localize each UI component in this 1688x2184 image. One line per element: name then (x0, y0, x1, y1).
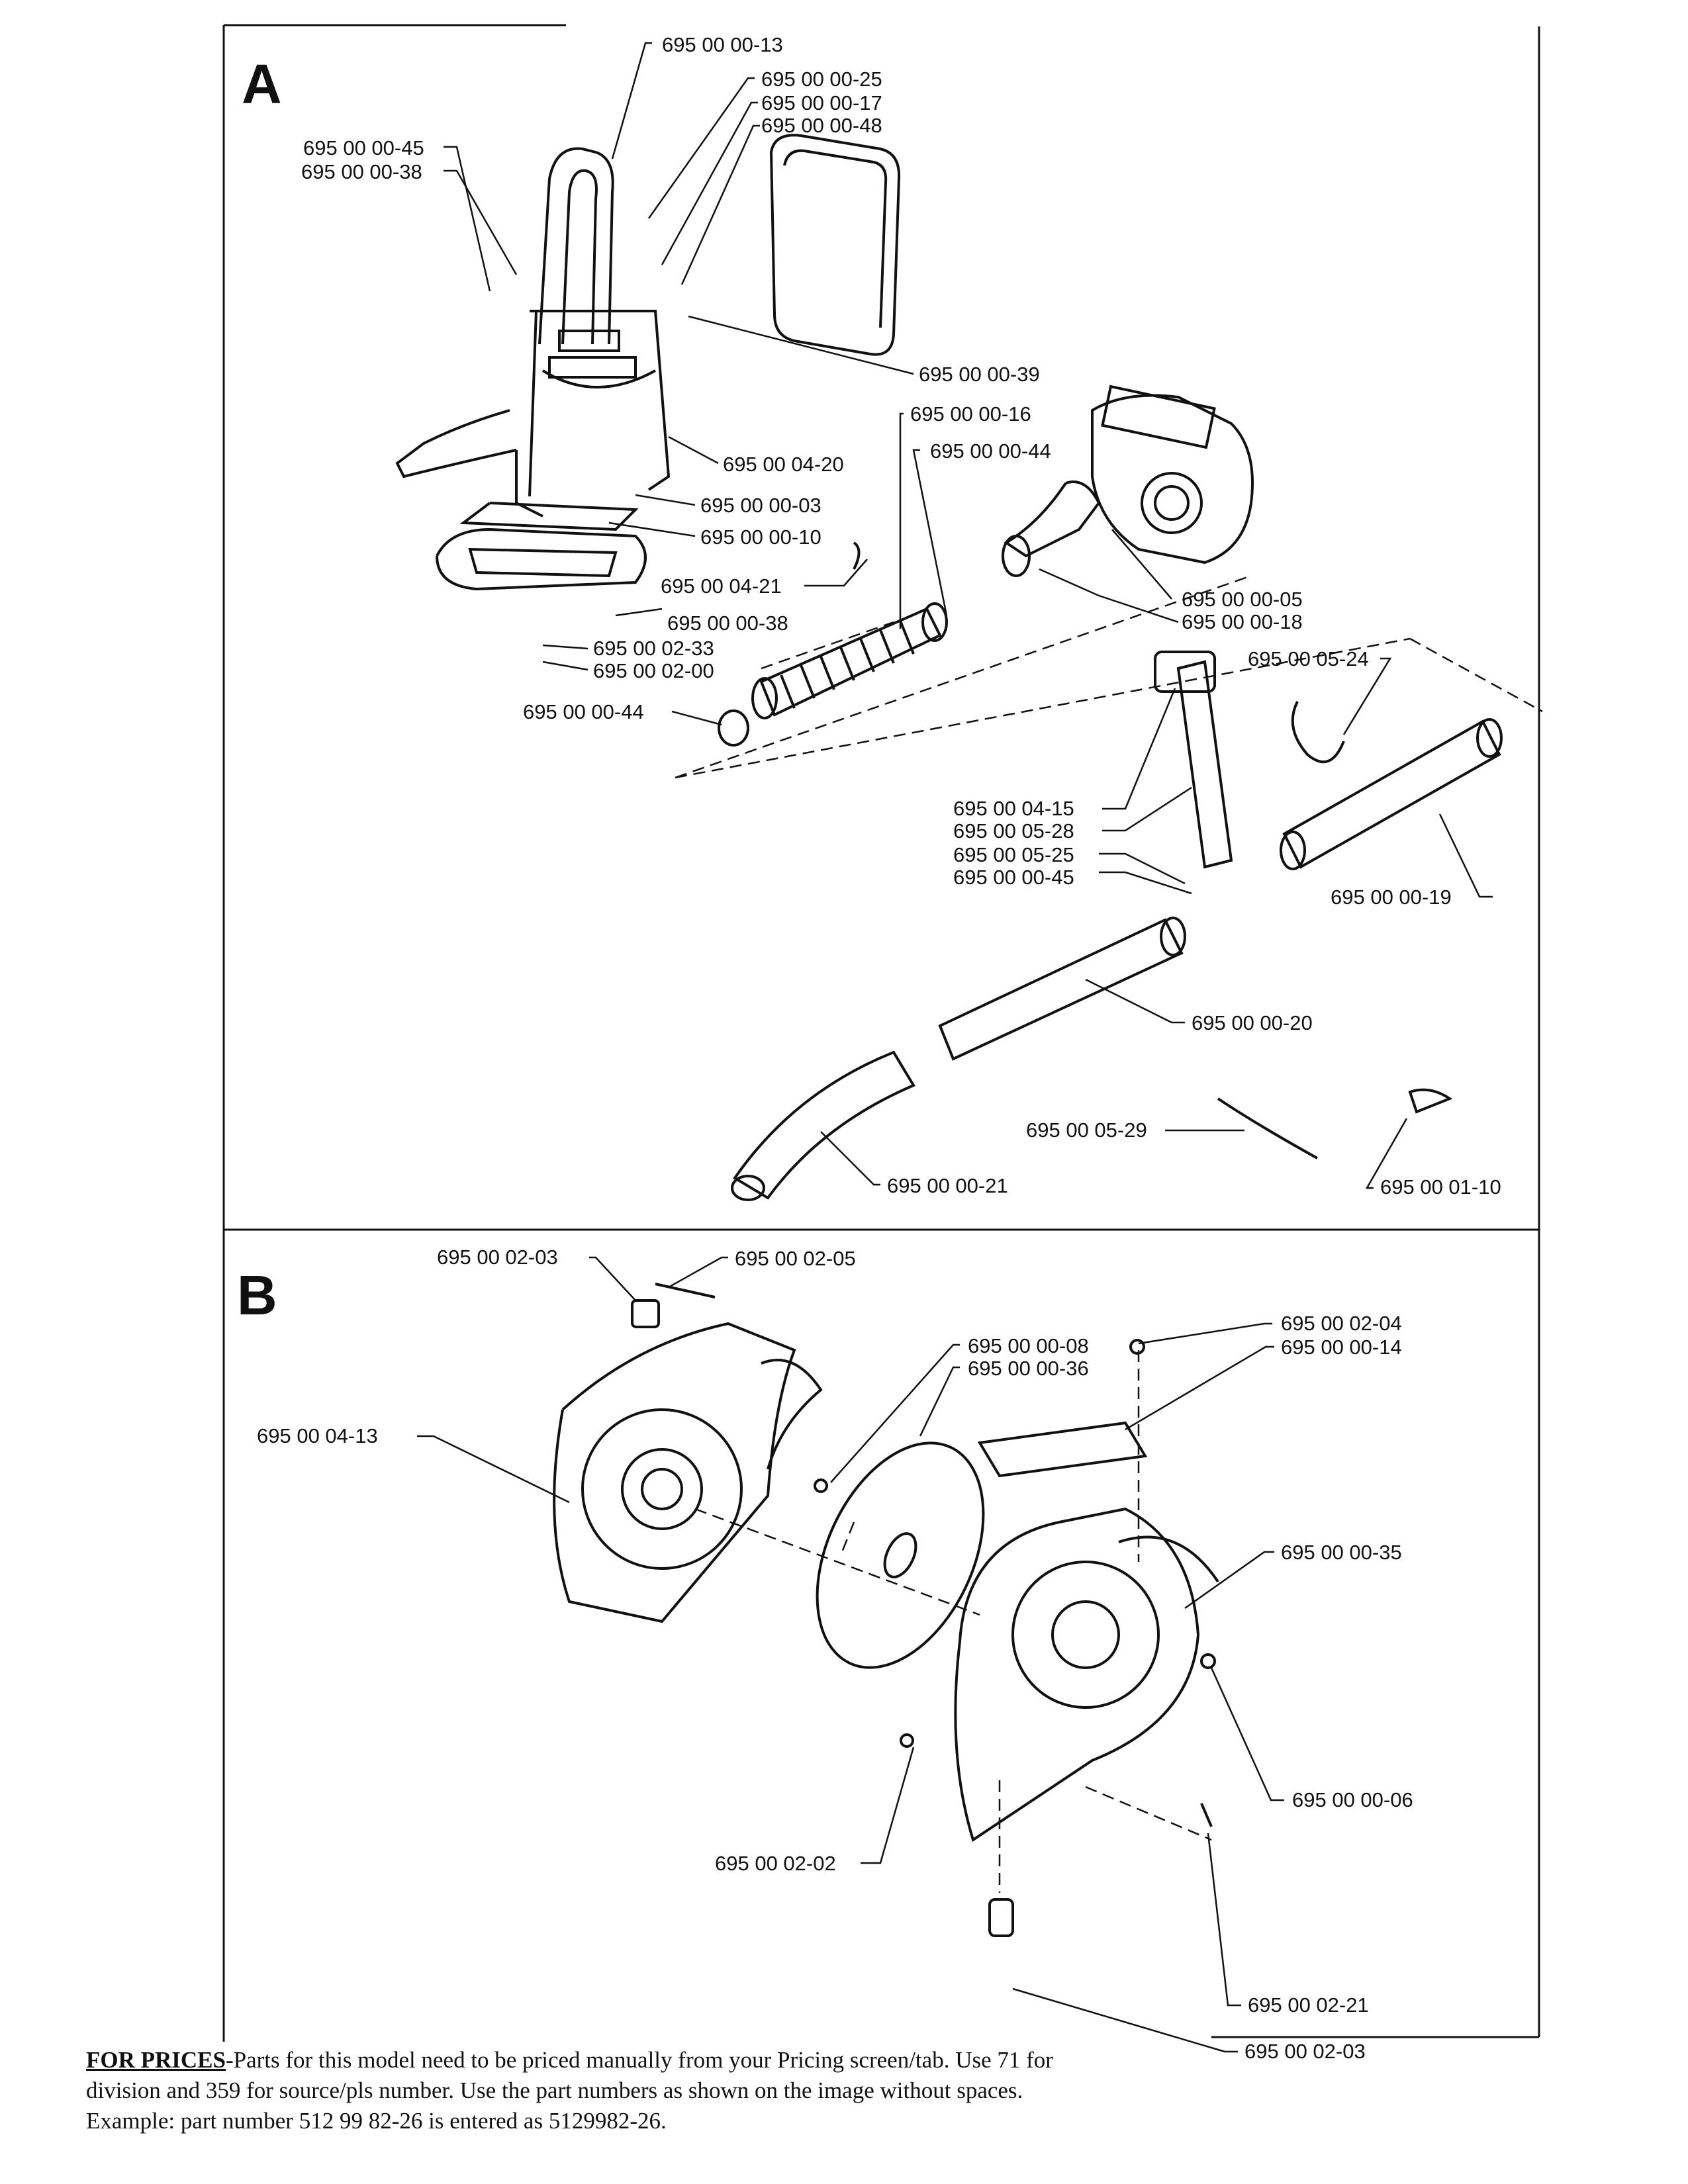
part-label: 695 00 02-21 (1248, 1993, 1369, 2017)
part-label: 695 00 02-00 (593, 659, 714, 682)
volute-b (954, 1421, 1219, 1843)
part-label: 695 00 00-39 (919, 363, 1040, 386)
part-label: 695 00 05-28 (953, 819, 1074, 842)
pricing-line-2: division and 359 for source/pls number. … (86, 2077, 1023, 2103)
part-label: 695 00 00-38 (667, 612, 788, 635)
part-label: 695 00 00-14 (1281, 1336, 1402, 1359)
blower-housing-a (1091, 385, 1254, 565)
part-label: 695 00 01-10 (1380, 1175, 1501, 1199)
part-label: 695 00 00-45 (303, 136, 424, 159)
part-label: 695 00 00-35 (1281, 1541, 1402, 1564)
part-label: 695 00 00-44 (930, 439, 1051, 463)
part-label: 695 00 02-03 (1244, 2040, 1366, 2063)
part-label: 695 00 02-02 (715, 1852, 836, 1875)
part-label: 695 00 00-03 (700, 494, 821, 517)
part-label: 695 00 00-25 (761, 68, 882, 91)
part-label: 695 00 00-19 (1331, 886, 1452, 909)
part-label: 695 00 04-21 (661, 574, 782, 598)
leaders-a (444, 42, 1493, 1189)
elbow-and-hose (718, 480, 1101, 747)
part-label: 695 00 04-20 (723, 453, 844, 476)
harness-frame (395, 147, 671, 591)
part-label: 695 00 00-48 (761, 114, 882, 137)
pricing-line-1: FOR PRICES-Parts for this model need to … (86, 2045, 1291, 2075)
leaders-b (417, 1256, 1284, 2053)
part-label: 695 00 00-21 (887, 1174, 1008, 1197)
part-label: 695 00 05-29 (1026, 1118, 1147, 1142)
part-label: 695 00 02-04 (1281, 1312, 1402, 1335)
part-label: 695 00 00-20 (1192, 1011, 1313, 1034)
part-label: 695 00 04-13 (257, 1424, 378, 1447)
for-prices-heading: FOR PRICES (86, 2047, 226, 2073)
part-label: 695 00 00-38 (301, 160, 422, 183)
dash-box-a (675, 574, 1543, 779)
part-label: 695 00 00-18 (1182, 610, 1303, 633)
tubes-a (731, 651, 1503, 1201)
part-label: 695 00 00-10 (700, 525, 821, 549)
part-label: 695 00 02-05 (735, 1247, 856, 1270)
part-label: 695 00 02-33 (593, 637, 714, 660)
section-b-label: B (237, 1264, 277, 1326)
part-label: 695 00 00-17 (761, 91, 882, 114)
part-label: 695 00 00-05 (1182, 588, 1303, 611)
part-label: 695 00 00-13 (662, 33, 783, 56)
impeller-b (816, 1441, 985, 1669)
pricing-line-3: Example: part number 512 99 82-26 is ent… (86, 2108, 667, 2134)
part-label: 695 00 00-06 (1292, 1788, 1413, 1811)
part-label: 695 00 00-16 (910, 402, 1031, 426)
pricing-line-1-text: -Parts for this model need to be priced … (226, 2047, 1053, 2073)
back-pad (769, 134, 901, 356)
part-label: 695 00 00-45 (953, 866, 1074, 889)
part-label: 695 00 02-03 (437, 1246, 558, 1269)
part-label: 695 00 00-36 (968, 1357, 1089, 1380)
part-label: 695 00 04-15 (953, 797, 1074, 820)
fan-housing-b (553, 1322, 823, 1623)
part-label: 695 00 00-44 (523, 700, 644, 723)
dash-b (694, 1350, 1212, 1893)
part-label: 695 00 00-08 (968, 1334, 1089, 1357)
small-parts-b (631, 1283, 1216, 1937)
part-label: 695 00 05-25 (953, 843, 1074, 866)
pricing-instructions: FOR PRICES-Parts for this model need to … (86, 2045, 1291, 2136)
section-a-label: A (242, 53, 282, 115)
part-label: 695 00 05-24 (1248, 647, 1369, 670)
